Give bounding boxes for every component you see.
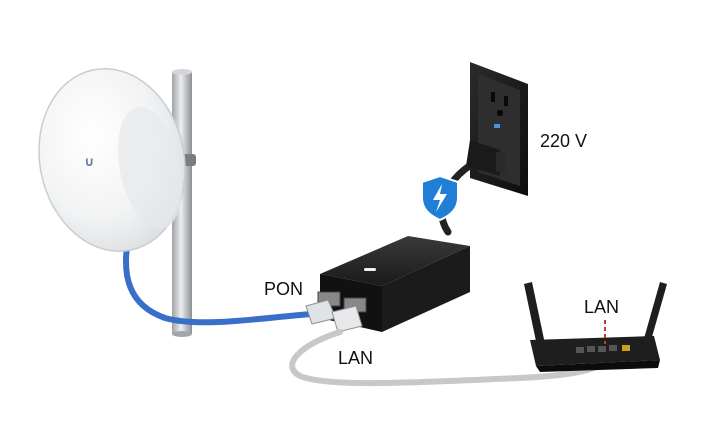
lan-cable (289, 329, 607, 387)
pon-cable (123, 237, 315, 326)
lightning-bolt-shield-icon (421, 174, 459, 222)
ubiquiti-logo-icon: ∪ (84, 155, 95, 170)
voltage-label: 220 V (540, 131, 588, 151)
injector-lan-port-label: LAN (338, 348, 374, 368)
router-lan-port-label: LAN (584, 297, 620, 317)
pon-port-label: PON (264, 279, 304, 299)
wall-outlet (470, 62, 528, 196)
power-plug (466, 140, 506, 176)
lan-plug (331, 305, 363, 333)
dish-antenna: ∪ (38, 68, 186, 252)
router (524, 282, 667, 372)
